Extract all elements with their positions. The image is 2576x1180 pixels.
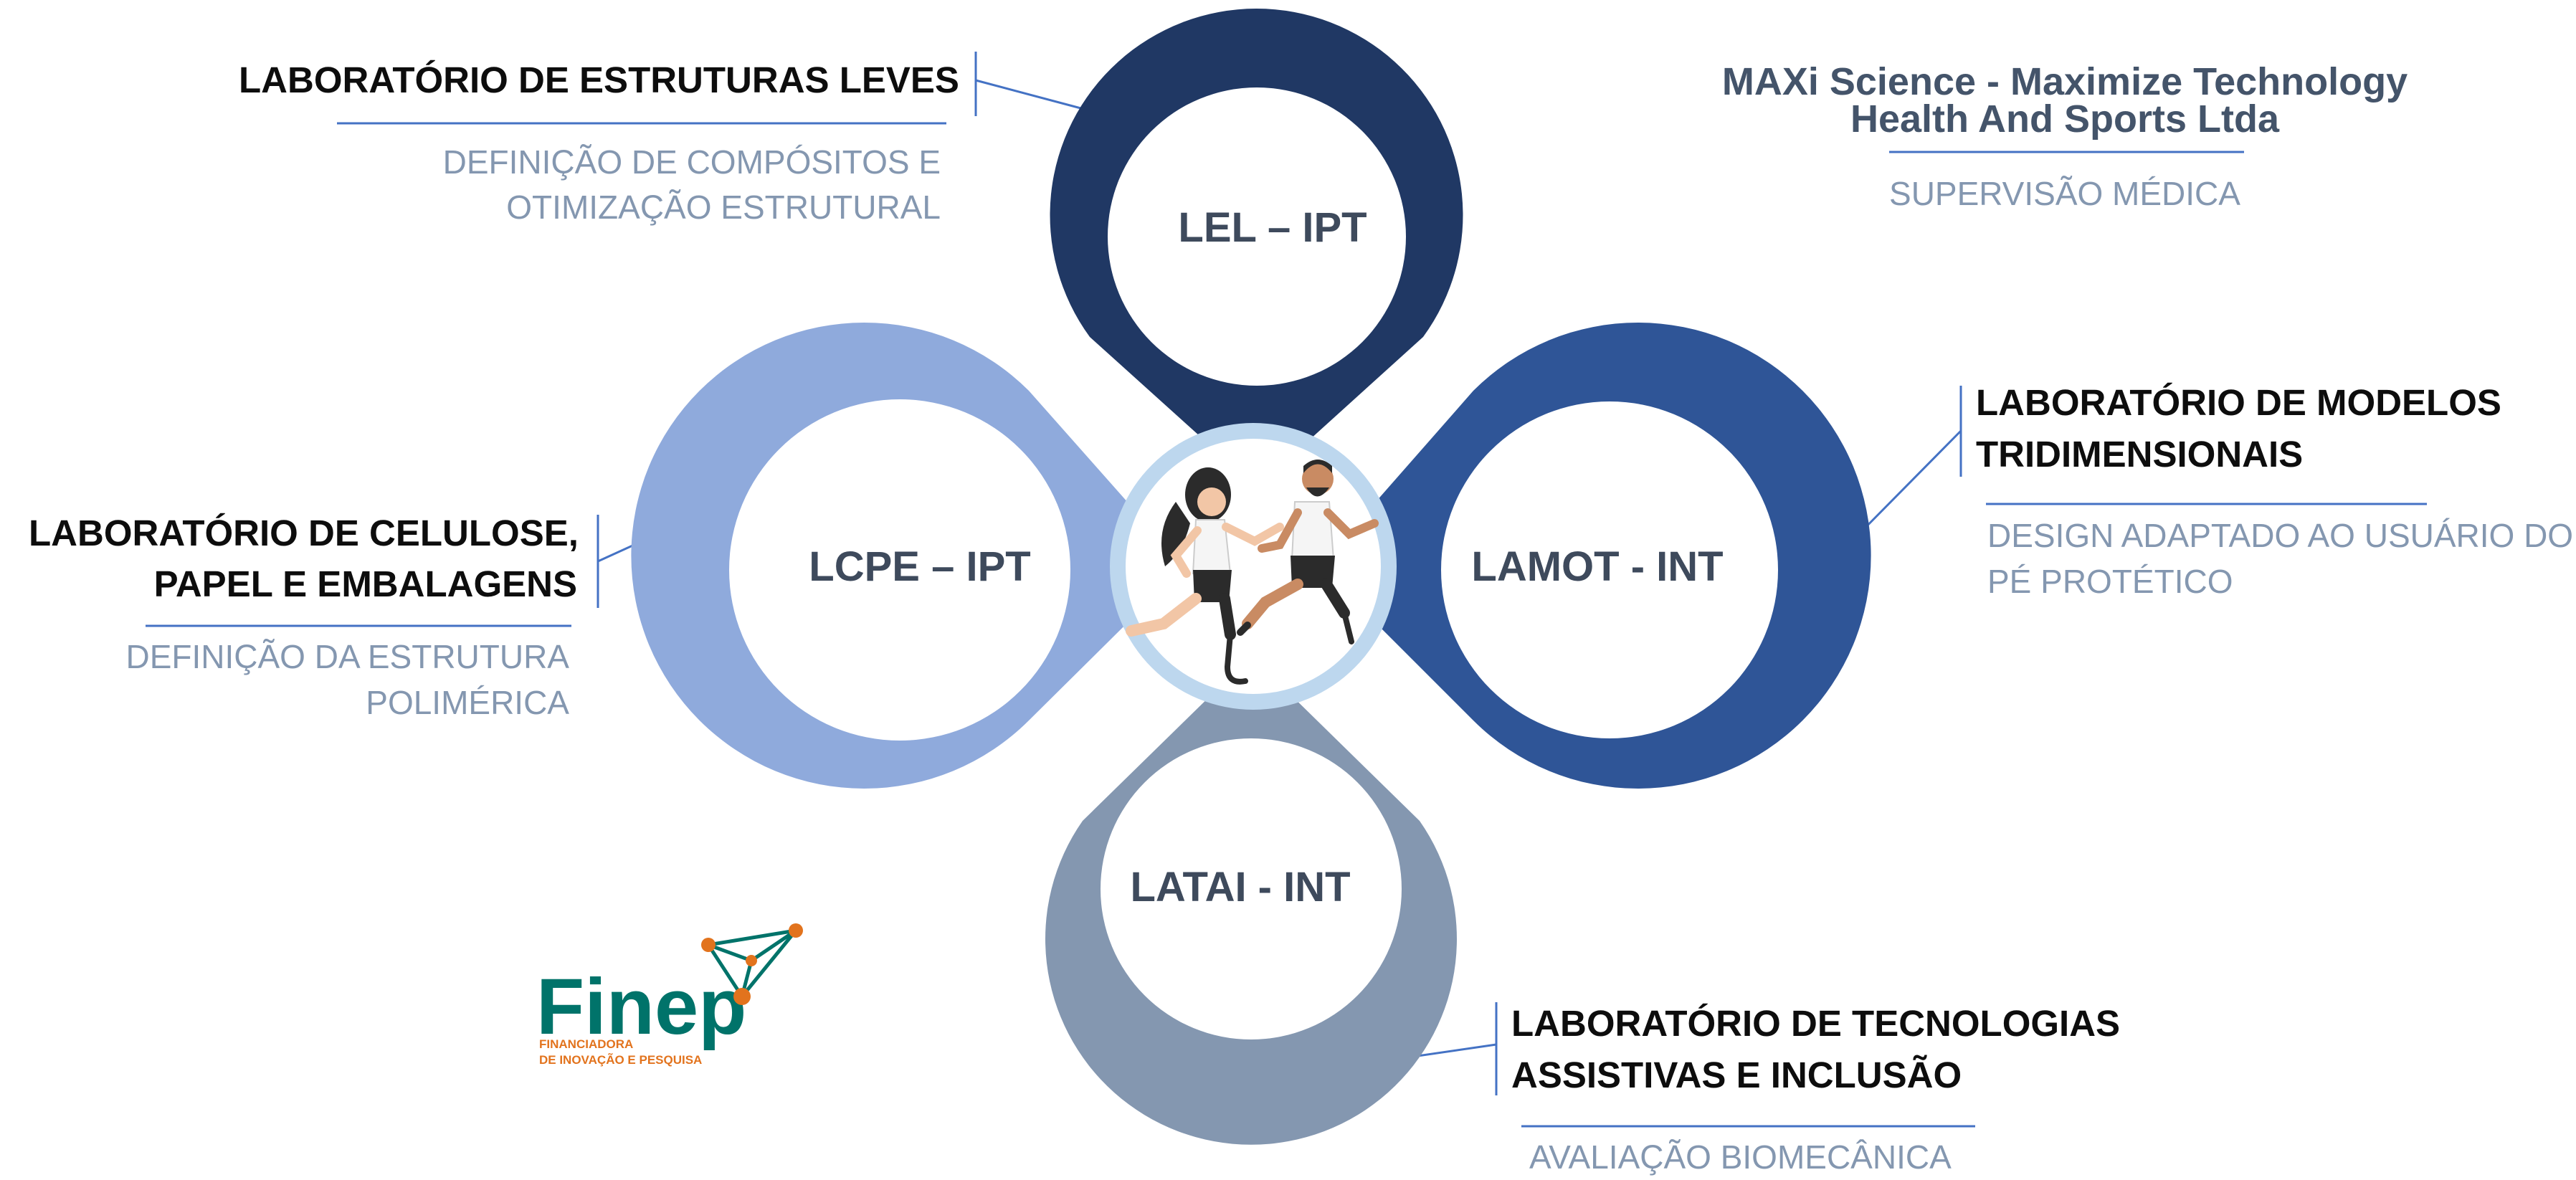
node-lcpe: LCPE – IPT bbox=[631, 323, 1184, 789]
male-runner-icon bbox=[1237, 460, 1379, 644]
center-hub bbox=[1110, 423, 1397, 710]
lcpe-title-line1: LABORATÓRIO DE CELULOSE, bbox=[29, 513, 579, 553]
node-lel: LEL – IPT bbox=[1050, 9, 1463, 487]
female-runner-icon bbox=[1126, 467, 1284, 685]
latai-inner-circle bbox=[1101, 738, 1402, 1039]
node-lamot: LAMOT - INT bbox=[1319, 323, 1871, 789]
lel-sub-line1: DEFINIÇÃO DE COMPÓSITOS E bbox=[442, 143, 941, 181]
lel-sub-line2: OTIMIZAÇÃO ESTRUTURAL bbox=[506, 189, 941, 226]
finep-logo-line2: DE INOVAÇÃO E PESQUISA bbox=[539, 1052, 702, 1067]
latai-node-label: LATAI - INT bbox=[1130, 864, 1350, 910]
lcpe-sub-line2: POLIMÉRICA bbox=[366, 684, 569, 721]
maxi-title-line1: MAXi Science - Maximize Technology bbox=[1721, 60, 2408, 103]
lcpe-node-label: LCPE – IPT bbox=[809, 543, 1030, 590]
node-latai: LATAI - INT bbox=[1045, 656, 1457, 1145]
lamot-inner-circle bbox=[1441, 401, 1778, 738]
latai-sub: AVALIAÇÃO BIOMECÂNICA bbox=[1529, 1138, 1952, 1176]
maxi-title-line2: Health And Sports Ltda bbox=[1850, 97, 2279, 141]
lamot-sub-line2: PÉ PROTÉTICO bbox=[1987, 563, 2233, 600]
runners-with-prosthetic-legs-icon bbox=[1126, 460, 1379, 685]
lamot-title-line2: TRIDIMENSIONAIS bbox=[1976, 434, 2304, 475]
lamot-title-line1: LABORATÓRIO DE MODELOS bbox=[1976, 382, 2501, 423]
lel-connector-line bbox=[975, 79, 1087, 111]
latai-title-line1: LABORATÓRIO DE TECNOLOGIAS bbox=[1511, 1003, 2121, 1044]
lcpe-inner-circle bbox=[729, 399, 1070, 741]
lcpe-sub-line1: DEFINIÇÃO DA ESTRUTURA bbox=[125, 638, 569, 675]
center-inner bbox=[1126, 439, 1381, 694]
lamot-sub-line1: DESIGN ADAPTADO AO USUÁRIO DO bbox=[1987, 517, 2574, 554]
finep-logo-word: Finep bbox=[536, 963, 746, 1051]
finep-network-icon bbox=[706, 928, 797, 998]
connector-lines bbox=[146, 52, 2427, 1128]
lcpe-title-line2: PAPEL E EMBALAGENS bbox=[153, 563, 577, 604]
lel-node-label: LEL – IPT bbox=[1178, 204, 1367, 251]
latai-title-line2: ASSISTIVAS E INCLUSÃO bbox=[1511, 1055, 1962, 1095]
maxi-sub: SUPERVISÃO MÉDICA bbox=[1889, 175, 2240, 212]
finep-logo: Finep FINANCIADORA DE INOVAÇÃO E PESQUIS… bbox=[536, 923, 803, 1067]
lel-title: LABORATÓRIO DE ESTRUTURAS LEVES bbox=[239, 60, 959, 100]
lamot-node-label: LAMOT - INT bbox=[1471, 543, 1723, 590]
lel-inner-circle bbox=[1108, 87, 1406, 386]
finep-logo-line1: FINANCIADORA bbox=[539, 1037, 633, 1051]
